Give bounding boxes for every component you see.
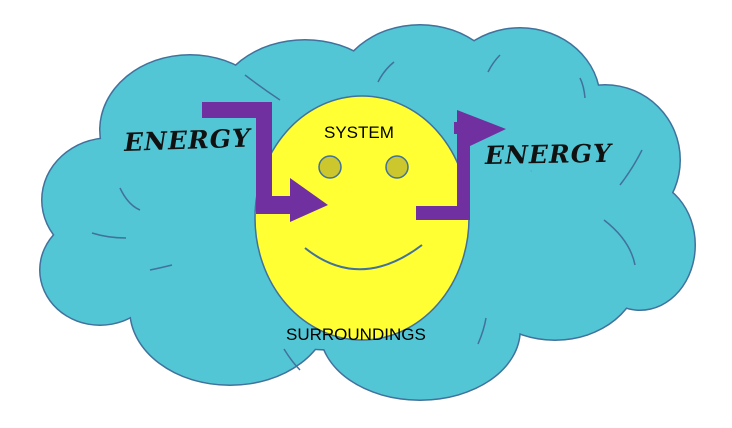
surroundings-label: SURROUNDINGS: [286, 325, 426, 344]
cloud-crease: [283, 348, 301, 371]
energy-in-label: ENERGY: [123, 123, 253, 156]
cloud-crease: [91, 232, 127, 239]
system-smiley-face: [254, 95, 470, 341]
cloud-crease: [579, 77, 586, 99]
energy-in-arrow: [202, 102, 328, 222]
cloud-crease: [149, 264, 173, 271]
cloud-crease: [603, 219, 636, 266]
cloud-crease: [377, 61, 395, 83]
energy-out-label: ENERGY: [484, 139, 614, 170]
cloud-crease: [487, 54, 501, 73]
left-eye: [318, 155, 342, 179]
system-label: SYSTEM: [324, 123, 394, 142]
energy-out-arrow: [416, 110, 506, 220]
cloud-crease: [477, 317, 487, 345]
cloud-crease: [244, 74, 281, 101]
smile-mouth: [304, 244, 423, 271]
cloud-crease: [619, 149, 643, 186]
cloud-outline: [91, 54, 643, 371]
cloud-crease: [119, 187, 141, 211]
right-eye: [385, 155, 409, 179]
